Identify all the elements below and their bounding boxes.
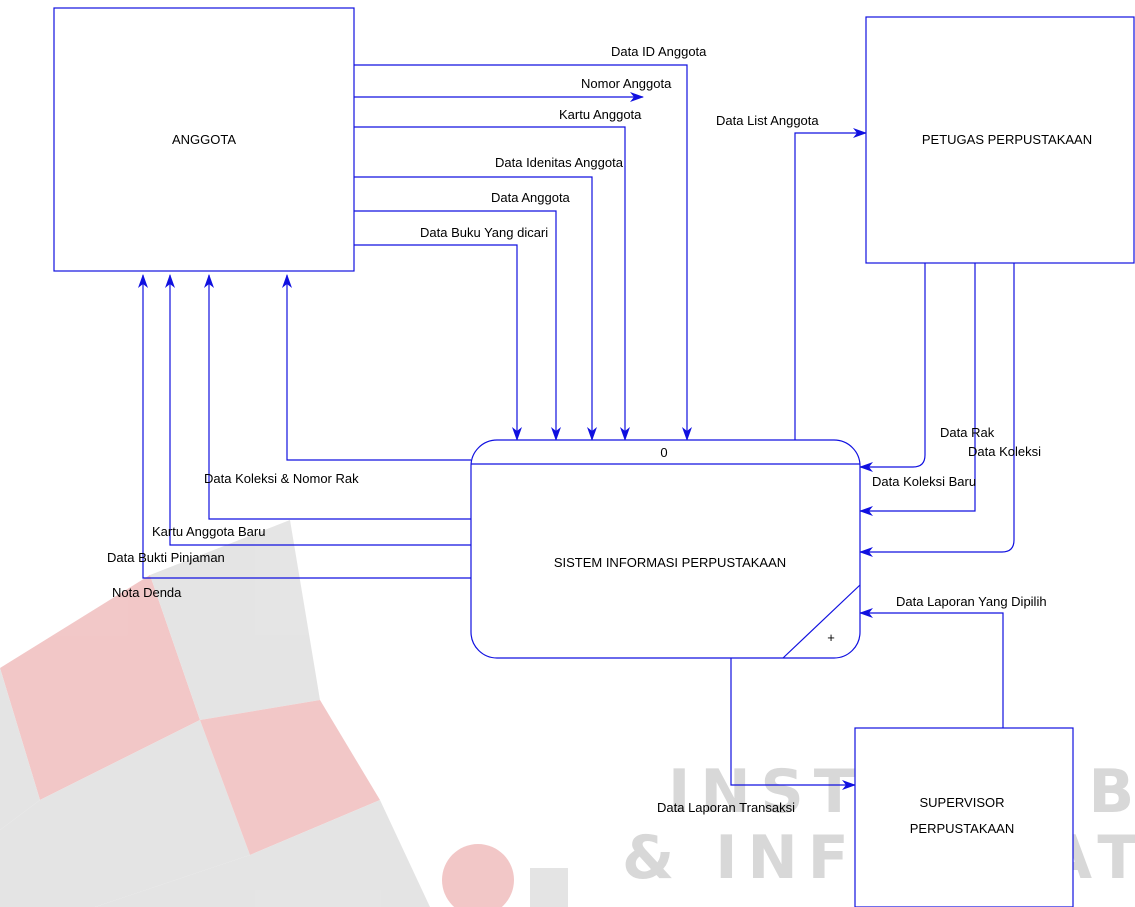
label-nomor-anggota: Nomor Anggota xyxy=(581,76,672,91)
label-data-koleksi-nomor-rak: Data Koleksi & Nomor Rak xyxy=(204,471,359,486)
label-data-buku-yang-dicari: Data Buku Yang dicari xyxy=(420,225,548,240)
label-kartu-anggota-baru: Kartu Anggota Baru xyxy=(152,524,265,539)
flow-data-list-anggota[interactable] xyxy=(795,133,866,440)
label-data-idenitas-anggota: Data Idenitas Anggota xyxy=(495,155,624,170)
label-data-rak: Data Rak xyxy=(940,425,995,440)
flow-kartu-anggota[interactable] xyxy=(354,127,625,440)
process-number: 0 xyxy=(660,445,667,460)
entity-anggota-label: ANGGOTA xyxy=(172,132,236,147)
flow-data-koleksi[interactable] xyxy=(860,263,1014,552)
entity-supervisor-label-line-2: PERPUSTAKAAN xyxy=(910,821,1015,836)
flow-data-rak[interactable] xyxy=(860,263,925,467)
label-data-id-anggota: Data ID Anggota xyxy=(611,44,707,59)
entity-petugas-label: PETUGAS PERPUSTAKAAN xyxy=(922,132,1092,147)
label-data-list-anggota: Data List Anggota xyxy=(716,113,819,128)
flow-data-laporan-yang-dipilih[interactable] xyxy=(860,613,1003,728)
label-data-koleksi-baru: Data Koleksi Baru xyxy=(872,474,976,489)
flow-data-buku-yang-dicari[interactable] xyxy=(354,245,517,440)
label-data-bukti-pinjaman: Data Bukti Pinjaman xyxy=(107,550,225,565)
entity-supervisor-perpustakaan[interactable] xyxy=(855,728,1073,907)
label-data-laporan-yang-dipilih: Data Laporan Yang Dipilih xyxy=(896,594,1047,609)
label-nota-denda: Nota Denda xyxy=(112,585,182,600)
flow-data-koleksi-nomor-rak[interactable] xyxy=(287,275,471,460)
label-data-anggota: Data Anggota xyxy=(491,190,571,205)
entity-supervisor-label-line-1: SUPERVISOR xyxy=(919,795,1004,810)
flow-data-bukti-pinjaman[interactable] xyxy=(170,275,471,545)
process-expand-symbol: + xyxy=(827,630,835,645)
process-sistem-informasi-perpustakaan[interactable] xyxy=(471,440,860,658)
label-data-laporan-transaksi: Data Laporan Transaksi xyxy=(657,800,795,815)
label-data-koleksi: Data Koleksi xyxy=(968,444,1041,459)
label-kartu-anggota: Kartu Anggota xyxy=(559,107,642,122)
process-name: SISTEM INFORMASI PERPUSTAKAAN xyxy=(554,555,786,570)
